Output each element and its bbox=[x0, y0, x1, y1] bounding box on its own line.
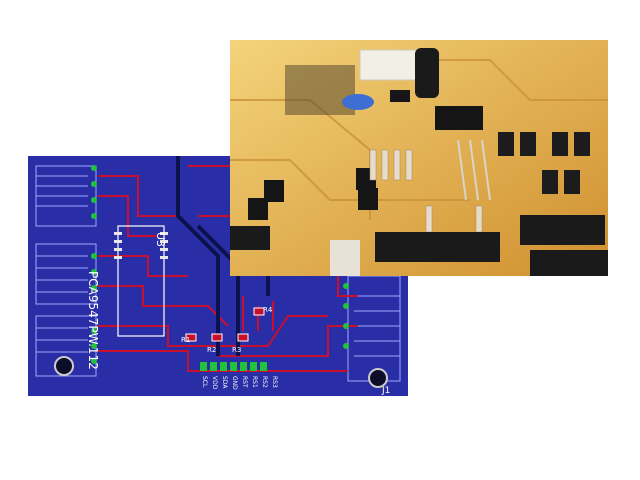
chip-name-label: PCA9547PW.112 bbox=[86, 271, 100, 370]
header-pin-label: RST bbox=[241, 376, 248, 388]
header-pin-label: RS2 bbox=[261, 376, 268, 388]
connector-ref-label: J1 bbox=[382, 386, 391, 396]
pcb-photo-drawing bbox=[230, 40, 608, 276]
header-pin-label: RS1 bbox=[251, 376, 258, 388]
chip-ref-label: U3 bbox=[154, 232, 167, 248]
header-pin-label: SDA bbox=[221, 376, 228, 389]
resistor-ref-label: R2 bbox=[207, 346, 217, 354]
header-pin-label: VDD bbox=[211, 376, 218, 390]
resistor-ref-label: R1 bbox=[181, 336, 191, 344]
pcb-photo-image bbox=[230, 40, 608, 276]
header-pin-label: RS3 bbox=[271, 376, 278, 388]
resistor-ref-label: R3 bbox=[232, 346, 242, 354]
header-pin-label: SCL bbox=[201, 376, 208, 388]
resistor-ref-label: R4 bbox=[263, 306, 273, 314]
header-pin-label: GND bbox=[231, 376, 238, 390]
